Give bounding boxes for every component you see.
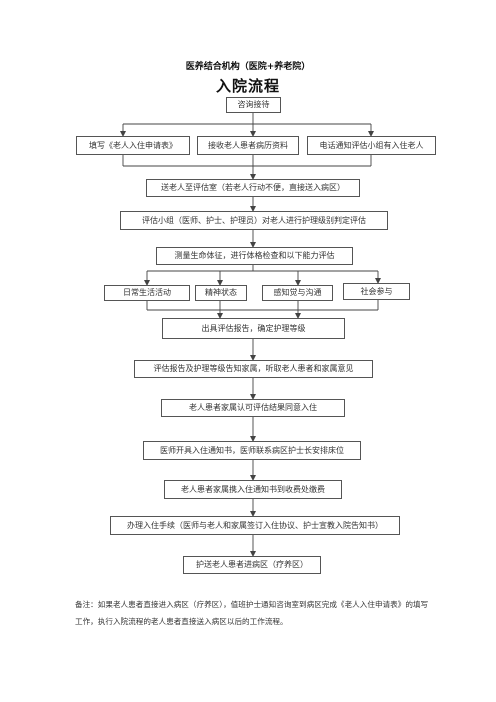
- step-receive-records: 接收老人患者病历资料: [197, 136, 299, 155]
- step-procedures: 办理入住手续（医师与老人和家属签订入住协议、护士宣教入院告知书）: [110, 516, 400, 535]
- step-to-eval-room: 送老人至评估室（若老人行动不便，直接送入病区）: [146, 179, 360, 197]
- step-social: 社会参与: [343, 283, 410, 300]
- step-mental: 精神状态: [195, 285, 247, 301]
- footnote: 备注：如果老人患者直接进入病区（疗养区），值班护士通知咨询室到病区完成《老人入住…: [75, 596, 435, 630]
- step-report: 出具评估报告，确定护理等级: [162, 318, 345, 339]
- step-perception: 感知觉与沟通: [262, 285, 333, 301]
- step-daily-life: 日常生活活动: [104, 285, 190, 301]
- organization-subtitle: 医养结合机构（医院+养老院）: [185, 62, 311, 72]
- footnote-text: 备注：如果老人患者直接进入病区（疗养区），值班护士通知咨询室到病区完成《老人入住…: [75, 600, 429, 626]
- step-admission-notice: 医师开具入住通知书，医师联系病区护士长安排床位: [143, 441, 361, 460]
- step-consult: 咨询接待: [226, 97, 281, 113]
- step-fill-form: 填写《老人入住申请表》: [76, 136, 190, 155]
- step-eval-team: 评估小组（医师、护士、护理员）对老人进行护理级别判定评估: [120, 211, 388, 230]
- step-inform-family: 评估报告及护理等级告知家属，听取老人患者和家属意见: [134, 360, 373, 378]
- step-phone-notify: 电话通知评估小组有入住老人: [307, 136, 436, 155]
- step-escort: 护送老人患者进病区（疗养区）: [183, 556, 321, 574]
- page-title: 入院流程: [215, 77, 280, 95]
- step-measure: 测量生命体征，进行体格检查和以下能力评估: [156, 247, 353, 265]
- step-pay: 老人患者家属携入住通知书到收费处缴费: [164, 480, 342, 499]
- step-family-agree: 老人患者家属认可评估结果同意入住: [161, 399, 345, 417]
